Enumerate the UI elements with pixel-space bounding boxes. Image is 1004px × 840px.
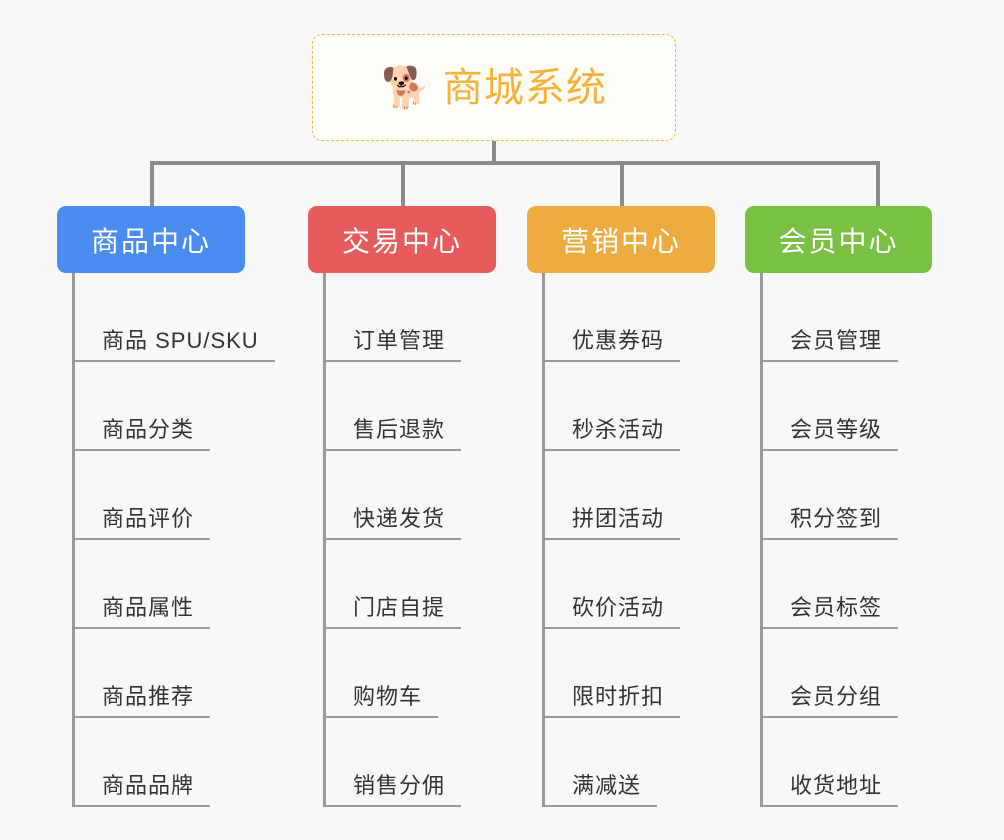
leaf-label: 快递发货: [353, 505, 446, 531]
leaf-label: 秒杀活动: [572, 416, 665, 442]
leaf-label: 会员管理: [790, 327, 883, 353]
leaf-item[interactable]: 订单管理: [308, 273, 528, 362]
leaf-list-product-center: 商品 SPU/SKU 商品分类 商品评价 商品属性 商品推荐 商品品牌: [57, 273, 287, 807]
branch-column-member-center: 会员中心 会员管理 会员等级 积分签到 会员标签 会员分组 收货地址: [745, 206, 965, 807]
leaf-spine: [72, 273, 75, 807]
leaf-list-marketing-center: 优惠券码 秒杀活动 拼团活动 砍价活动 限时折扣 满减送: [527, 273, 742, 807]
leaf-label: 会员标签: [790, 594, 883, 620]
leaf-label: 订单管理: [353, 327, 446, 353]
leaf-label: 会员等级: [790, 416, 883, 442]
leaf-item[interactable]: 会员等级: [745, 362, 965, 451]
category-node-marketing-center[interactable]: 营销中心: [527, 206, 715, 273]
leaf-label: 优惠券码: [572, 327, 665, 353]
leaf-item[interactable]: 快递发货: [308, 451, 528, 540]
root-node-mall-system[interactable]: 🐕 商城系统: [312, 34, 676, 141]
leaf-item[interactable]: 积分签到: [745, 451, 965, 540]
category-node-member-center[interactable]: 会员中心: [745, 206, 932, 273]
leaf-item[interactable]: 会员管理: [745, 273, 965, 362]
category-label: 会员中心: [778, 225, 899, 257]
leaf-label: 商品属性: [102, 594, 195, 620]
leaf-label: 门店自提: [353, 594, 446, 620]
leaf-item[interactable]: 商品 SPU/SKU: [57, 273, 287, 362]
leaf-item[interactable]: 满减送: [527, 718, 742, 807]
leaf-item[interactable]: 收货地址: [745, 718, 965, 807]
leaf-item[interactable]: 商品分类: [57, 362, 287, 451]
leaf-label: 购物车: [353, 683, 423, 709]
branch-column-product-center: 商品中心 商品 SPU/SKU 商品分类 商品评价 商品属性 商品推荐 商品品牌: [57, 206, 287, 807]
leaf-item[interactable]: 砍价活动: [527, 540, 742, 629]
root-node-title: 商城系统: [442, 65, 607, 110]
category-label: 交易中心: [341, 225, 462, 257]
leaf-item[interactable]: 秒杀活动: [527, 362, 742, 451]
connector-drop-1: [150, 161, 154, 207]
category-label: 营销中心: [560, 225, 681, 257]
leaf-label: 积分签到: [790, 505, 883, 531]
leaf-label: 砍价活动: [572, 594, 665, 620]
leaf-label: 销售分佣: [353, 772, 446, 798]
leaf-item[interactable]: 购物车: [308, 629, 528, 718]
leaf-label: 限时折扣: [572, 683, 665, 709]
connector-drop-4: [876, 161, 880, 207]
leaf-label: 售后退款: [353, 416, 446, 442]
leaf-label: 商品分类: [102, 416, 195, 442]
branch-column-trade-center: 交易中心 订单管理 售后退款 快递发货 门店自提 购物车 销售分佣: [308, 206, 528, 807]
leaf-item[interactable]: 售后退款: [308, 362, 528, 451]
leaf-label: 收货地址: [790, 772, 883, 798]
category-label: 商品中心: [90, 225, 211, 257]
leaf-label: 商品 SPU/SKU: [102, 327, 259, 353]
category-node-trade-center[interactable]: 交易中心: [308, 206, 496, 273]
leaf-item[interactable]: 限时折扣: [527, 629, 742, 718]
leaf-label: 商品推荐: [102, 683, 195, 709]
connector-drop-2: [401, 161, 405, 207]
leaf-label: 商品品牌: [102, 772, 195, 798]
connector-horizontal-bus: [150, 161, 880, 165]
leaf-item[interactable]: 商品属性: [57, 540, 287, 629]
leaf-item[interactable]: 门店自提: [308, 540, 528, 629]
leaf-item[interactable]: 拼团活动: [527, 451, 742, 540]
shiba-dog-face-icon: 🐕: [381, 65, 431, 110]
leaf-label: 满减送: [572, 772, 642, 798]
leaf-spine: [760, 273, 763, 807]
leaf-label: 商品评价: [102, 505, 195, 531]
category-node-product-center[interactable]: 商品中心: [57, 206, 245, 273]
leaf-list-trade-center: 订单管理 售后退款 快递发货 门店自提 购物车 销售分佣: [308, 273, 528, 807]
leaf-item[interactable]: 商品品牌: [57, 718, 287, 807]
leaf-spine: [323, 273, 326, 807]
leaf-item[interactable]: 会员标签: [745, 540, 965, 629]
leaf-item[interactable]: 优惠券码: [527, 273, 742, 362]
leaf-label: 拼团活动: [572, 505, 665, 531]
leaf-item[interactable]: 商品评价: [57, 451, 287, 540]
leaf-item[interactable]: 商品推荐: [57, 629, 287, 718]
connector-root-stem: [492, 141, 496, 165]
leaf-item[interactable]: 会员分组: [745, 629, 965, 718]
leaf-item[interactable]: 销售分佣: [308, 718, 528, 807]
leaf-spine: [542, 273, 545, 807]
connector-drop-3: [620, 161, 624, 207]
leaf-list-member-center: 会员管理 会员等级 积分签到 会员标签 会员分组 收货地址: [745, 273, 965, 807]
branch-column-marketing-center: 营销中心 优惠券码 秒杀活动 拼团活动 砍价活动 限时折扣 满减送: [527, 206, 742, 807]
leaf-label: 会员分组: [790, 683, 883, 709]
